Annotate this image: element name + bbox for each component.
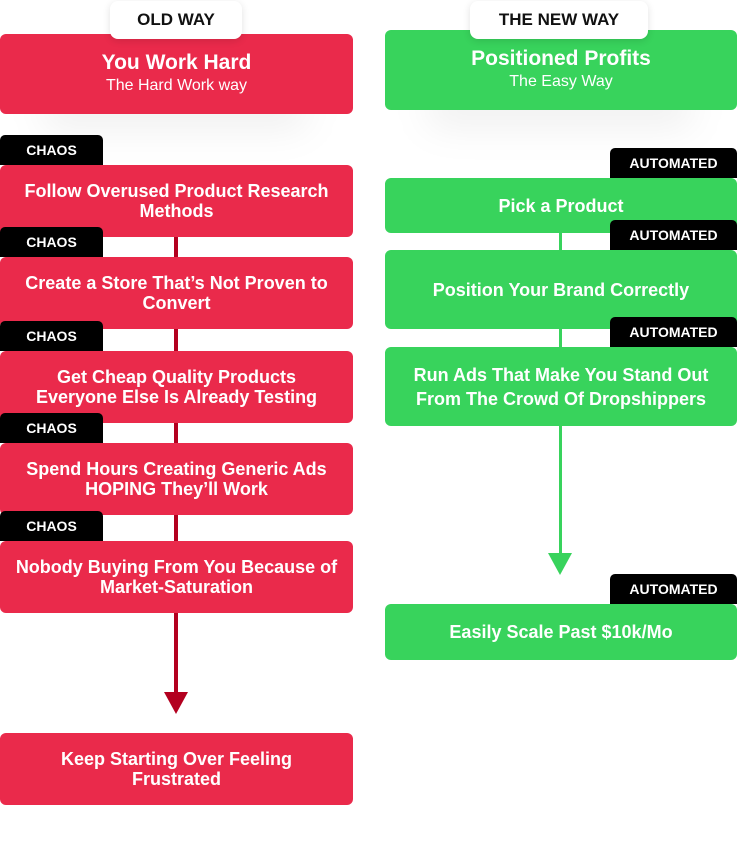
chaos-tag: CHAOS: [0, 135, 103, 165]
automated-tag: AUTOMATED: [610, 148, 737, 178]
old-way-header-title: You Work Hard: [101, 51, 252, 74]
new-way-header: Positioned Profits The Easy Way: [385, 30, 737, 110]
new-way-step: Run Ads That Make You Stand Out From The…: [385, 347, 737, 426]
old-way-column: OLD WAY You Work Hard The Hard Work way …: [0, 0, 353, 842]
old-way-step: Nobody Buying From You Because of Market…: [0, 541, 353, 613]
new-way-arrow-head: [548, 553, 572, 575]
new-way-header-title: Positioned Profits: [471, 47, 651, 70]
automated-tag: AUTOMATED: [610, 574, 737, 604]
new-way-label: THE NEW WAY: [470, 1, 648, 39]
old-way-step: Create a Store That’s Not Proven to Conv…: [0, 257, 353, 329]
old-way-outcome: Keep Starting Over Feeling Frustrated: [0, 733, 353, 805]
old-way-step: Get Cheap Quality Products Everyone Else…: [0, 351, 353, 423]
new-way-header-subtitle: The Easy Way: [509, 73, 613, 90]
new-way-step: Pick a Product: [385, 178, 737, 233]
new-way-step: Position Your Brand Correctly: [385, 250, 737, 329]
old-way-header-subtitle: The Hard Work way: [105, 77, 248, 94]
chaos-tag: CHAOS: [0, 511, 103, 541]
old-way-header: You Work Hard The Hard Work way: [0, 34, 353, 114]
automated-tag: AUTOMATED: [610, 220, 737, 250]
new-way-column: THE NEW WAY Positioned Profits The Easy …: [385, 0, 737, 842]
automated-tag: AUTOMATED: [610, 317, 737, 347]
chaos-tag: CHAOS: [0, 413, 103, 443]
old-way-label: OLD WAY: [110, 1, 242, 39]
old-way-step: Spend Hours Creating Generic Ads HOPING …: [0, 443, 353, 515]
old-way-step: Follow Overused Product Research Methods: [0, 165, 353, 237]
new-way-outcome: Easily Scale Past $10k/Mo: [385, 604, 737, 660]
chaos-tag: CHAOS: [0, 321, 103, 351]
old-way-arrow-head: [164, 692, 188, 714]
chaos-tag: CHAOS: [0, 227, 103, 257]
